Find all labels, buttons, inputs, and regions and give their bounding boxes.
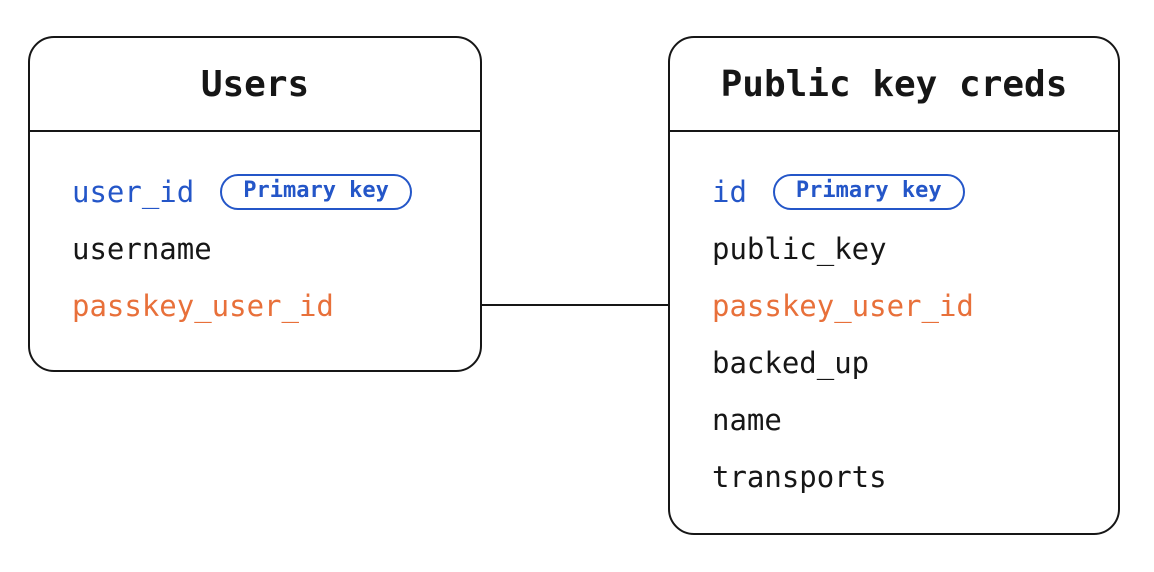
field-passkey-user-id-label: passkey_user_id	[72, 288, 334, 323]
table-public-key-creds-fields: id Primary key public_key passkey_user_i…	[670, 132, 1118, 505]
field-row-transports: transports	[712, 448, 1118, 505]
field-row-passkey-user-id: passkey_user_id	[72, 277, 480, 334]
field-row-id: id Primary key	[712, 163, 1118, 220]
field-username-label: username	[72, 231, 212, 266]
table-users-title: Users	[30, 38, 480, 132]
field-public-key-label: public_key	[712, 231, 887, 266]
primary-key-badge: Primary key	[220, 173, 412, 210]
field-row-user-id: user_id Primary key	[72, 163, 480, 220]
field-transports-label: transports	[712, 459, 887, 494]
field-user-id-label: user_id	[72, 174, 195, 209]
field-passkey-user-id-label: passkey_user_id	[712, 288, 974, 323]
field-row-public-key: public_key	[712, 220, 1118, 277]
relationship-line	[482, 304, 668, 306]
table-public-key-creds: Public key creds id Primary key public_k…	[668, 36, 1120, 535]
table-public-key-creds-title: Public key creds	[670, 38, 1118, 132]
field-id-label: id	[712, 174, 747, 209]
table-users: Users user_id Primary key username passk…	[28, 36, 482, 372]
field-backed-up-label: backed_up	[712, 345, 870, 380]
field-row-passkey-user-id: passkey_user_id	[712, 277, 1118, 334]
field-row-name: name	[712, 391, 1118, 448]
field-row-backed-up: backed_up	[712, 334, 1118, 391]
table-users-fields: user_id Primary key username passkey_use…	[30, 132, 480, 334]
field-row-username: username	[72, 220, 480, 277]
primary-key-badge: Primary key	[772, 173, 965, 210]
field-name-label: name	[712, 402, 782, 437]
